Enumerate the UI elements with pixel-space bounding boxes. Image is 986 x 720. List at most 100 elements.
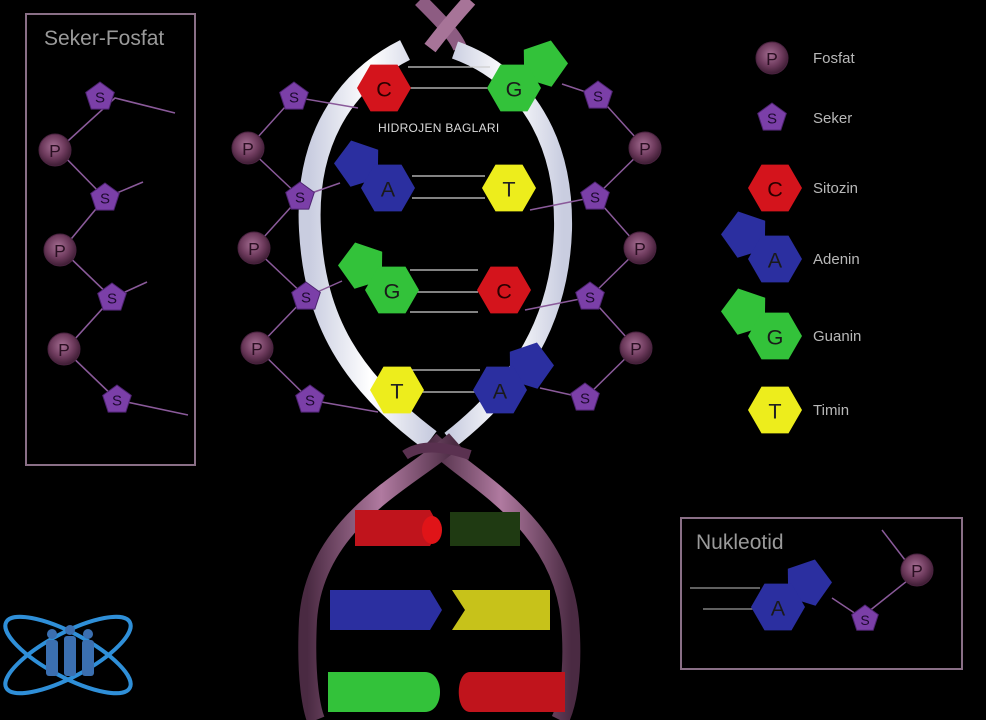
cytosine-base: C xyxy=(477,266,531,314)
adenine-double-ring-icon: A xyxy=(721,211,802,283)
phosphate-icon: P xyxy=(628,131,662,165)
phosphate-icon: P xyxy=(755,41,789,75)
phosphate-label: P xyxy=(251,339,263,359)
base-hexagon xyxy=(748,235,802,283)
phosphate-circle xyxy=(900,553,934,587)
base-hexagon xyxy=(487,64,541,112)
helix-ribbon-left xyxy=(298,40,437,449)
hydrogen-bonds-label: HIDROJEN BAGLARI xyxy=(378,121,500,135)
base-pentagon xyxy=(509,342,554,389)
legend-label-seker: Seker xyxy=(813,110,852,127)
rung-green xyxy=(328,672,440,712)
rung-blue xyxy=(330,590,442,630)
helix-strand xyxy=(298,433,461,720)
sugar-label: S xyxy=(585,290,595,307)
sugar-pentagon-icon: S xyxy=(90,182,120,211)
sugar-label: S xyxy=(107,291,117,308)
legend-label-adenin: Adenin xyxy=(813,251,860,268)
sugar-pentagon xyxy=(97,282,127,311)
helix-strand xyxy=(402,442,472,460)
logo-orbit xyxy=(3,614,133,696)
base-letter: T xyxy=(502,177,515,202)
adenine-base: A xyxy=(751,559,832,631)
base-hexagon xyxy=(357,64,411,112)
base-pentagon xyxy=(334,140,379,187)
sugar-pentagon-icon: S xyxy=(295,384,325,413)
base-letter: A xyxy=(768,248,783,273)
base-letter: A xyxy=(771,596,786,621)
phosphate-label: P xyxy=(58,340,70,360)
phosphate-icon: P xyxy=(237,231,271,265)
base-letter: A xyxy=(493,379,508,404)
sugar-label: S xyxy=(95,90,105,107)
sugar-label: S xyxy=(593,89,603,106)
base-hexagon xyxy=(482,164,536,212)
sugar-label: S xyxy=(100,191,110,208)
legend-label-sitozin: Sitozin xyxy=(813,180,858,197)
sugar-pentagon-icon: S xyxy=(757,102,787,131)
sugar-pentagon xyxy=(90,182,120,211)
sugar-pentagon xyxy=(851,604,879,631)
sugar-label: S xyxy=(767,111,777,128)
logo-orbit xyxy=(3,614,133,696)
sugar-pentagon xyxy=(291,281,321,310)
sugar-label: S xyxy=(580,391,590,408)
phosphate-circle xyxy=(47,332,81,366)
sugar-pentagon-icon: S xyxy=(580,181,610,210)
nucleotide-lines xyxy=(690,587,760,610)
sugar-pentagon xyxy=(85,81,115,110)
phosphate-label: P xyxy=(639,139,651,159)
base-hexagon xyxy=(748,164,802,212)
adenine-base: A xyxy=(473,342,554,414)
helix-strand xyxy=(424,0,476,53)
base-hexagon xyxy=(370,366,424,414)
base-letter: G xyxy=(384,279,401,304)
base-letter: C xyxy=(376,77,392,102)
sugar-pentagon xyxy=(757,102,787,131)
sugar-pentagon xyxy=(279,81,309,110)
sugar-pentagon xyxy=(575,281,605,310)
base-pentagon xyxy=(721,211,766,258)
base-hexagon xyxy=(751,583,805,631)
guanine-base: G xyxy=(487,40,568,112)
rung-red xyxy=(458,672,565,712)
base-pentagon xyxy=(721,288,766,335)
sugar-label: S xyxy=(295,190,305,207)
legend-label-guanin: Guanin xyxy=(813,328,861,345)
phosphate-icon: P xyxy=(623,231,657,265)
phosphate-label: P xyxy=(54,241,66,261)
base-hexagon xyxy=(473,366,527,414)
guanine-double-ring-icon: G xyxy=(721,288,802,360)
base-letter: T xyxy=(390,379,403,404)
legend-label-fosfat: Fosfat xyxy=(813,50,856,67)
phosphate-circle xyxy=(628,131,662,165)
sugar-pentagon-icon: S xyxy=(279,81,309,110)
nucleotide-bonds xyxy=(831,529,913,619)
base-hexagon xyxy=(365,266,419,314)
sugar-pentagon-icon: S xyxy=(85,81,115,110)
sugar-pentagon xyxy=(580,181,610,210)
phosphate-icon: P xyxy=(38,133,72,167)
sugar-pentagon-icon: S xyxy=(851,604,879,631)
sugar-pentagon-icon: S xyxy=(570,382,600,411)
phosphate-circle xyxy=(619,331,653,365)
sugar-pentagon-icon: S xyxy=(575,281,605,310)
base-hexagon xyxy=(361,164,415,212)
sugar-pentagon xyxy=(295,384,325,413)
base-letter: G xyxy=(506,77,523,102)
panel-frame xyxy=(680,517,963,670)
thymine-base: T xyxy=(482,164,536,212)
phosphate-circle xyxy=(240,331,274,365)
base-letter: G xyxy=(767,325,784,350)
sugar-pentagon xyxy=(570,382,600,411)
sugar-label: S xyxy=(305,393,315,410)
rung-yellow xyxy=(452,590,550,630)
sugar-pentagon-icon: S xyxy=(97,282,127,311)
adenine-base: A xyxy=(334,140,415,212)
cytosine-base: C xyxy=(357,64,411,112)
phosphate-icon: P xyxy=(47,332,81,366)
sugar-pentagon-icon: S xyxy=(583,80,613,109)
lower-base-rungs xyxy=(328,510,565,712)
phosphate-label: P xyxy=(242,139,254,159)
logo-watermark xyxy=(3,614,133,696)
